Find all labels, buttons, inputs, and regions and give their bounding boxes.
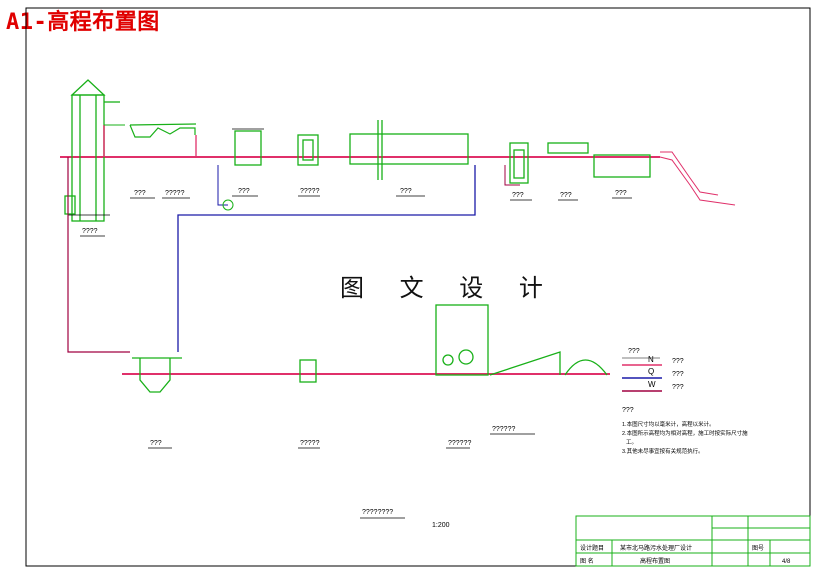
legend-text: ??? xyxy=(672,358,684,365)
unit-label: ??? xyxy=(400,188,412,195)
notes-line: 工。 xyxy=(626,439,637,446)
tb-row1-label: 设计题目 xyxy=(580,544,604,552)
legend-title: ??? xyxy=(628,348,640,355)
unit-label: ??? xyxy=(512,192,524,199)
unit-label: ??? xyxy=(238,188,250,195)
contact-tank xyxy=(593,154,651,178)
scale-text: 1:200 xyxy=(432,522,450,529)
unit-label: ??? xyxy=(150,440,162,447)
dewatering-house xyxy=(435,304,608,376)
sludge-thickener xyxy=(132,357,182,393)
screen-tower xyxy=(64,79,120,222)
watermark-text: 图 文 设 计 xyxy=(340,274,557,302)
title-block xyxy=(575,515,811,567)
tb-sheet-label: 图号 xyxy=(752,545,764,552)
tb-sheet: 4/8 xyxy=(782,559,791,565)
unit-label: ????? xyxy=(165,190,185,197)
primary-tank xyxy=(234,130,262,166)
notes-title: ??? xyxy=(622,407,634,414)
tb-row2-label: 图 名 xyxy=(580,557,594,565)
notes-line: 2.本图所示高程均为相对高程，施工时按实际尺寸施 xyxy=(622,429,748,437)
legend-letter: Q xyxy=(648,367,654,376)
sludge-line xyxy=(177,165,476,352)
disinfection-tank xyxy=(547,142,589,154)
legend: ??? N Q W ??? ??? ??? xyxy=(622,348,684,392)
unit-label: ?????? xyxy=(448,440,471,447)
tb-project: 某市北马路污水处理厂设计 xyxy=(620,544,692,552)
notes-line: 3.其他未尽事宜按有关规范执行。 xyxy=(622,447,704,455)
scale-note: ???????? 1:200 xyxy=(362,509,450,529)
tb-drawing-name: 高程布置图 xyxy=(640,557,670,565)
aeration-tank xyxy=(349,120,469,180)
title-block-text: 设计题目 某市北马路污水处理厂设计 图 名 高程布置图 图号 4/8 xyxy=(580,544,791,565)
drawing-border xyxy=(25,7,811,567)
secondary-tank xyxy=(509,142,529,184)
unit-label: ??? xyxy=(560,192,572,199)
unit-label: ????? xyxy=(300,188,320,195)
unit-label: ???? xyxy=(82,228,98,235)
notes-line: 1.本图尺寸均以毫米计，高程以米计。 xyxy=(622,420,715,428)
anoxic-tank xyxy=(297,134,319,166)
legend-letter: N xyxy=(648,355,654,364)
unit-labels: ???? ??? ????? ??? ????? ??? ??? ??? ???… xyxy=(82,188,627,447)
unit-label: ????? xyxy=(300,440,320,447)
grit-channel xyxy=(129,123,197,138)
legend-text: ??? xyxy=(672,371,684,378)
notes: ??? 1.本图尺寸均以毫米计，高程以米计。 2.本图所示高程均为相对高程，施工… xyxy=(622,407,748,455)
unit-label: ?????? xyxy=(492,426,515,433)
unit-label: ??? xyxy=(615,190,627,197)
sludge-digester xyxy=(299,359,317,383)
unit-label: ??? xyxy=(134,190,146,197)
scale-label: ???????? xyxy=(362,509,393,516)
legend-letter: W xyxy=(648,380,656,389)
legend-text: ??? xyxy=(672,384,684,391)
drawing-title: A1-高程布置图 xyxy=(6,10,160,35)
